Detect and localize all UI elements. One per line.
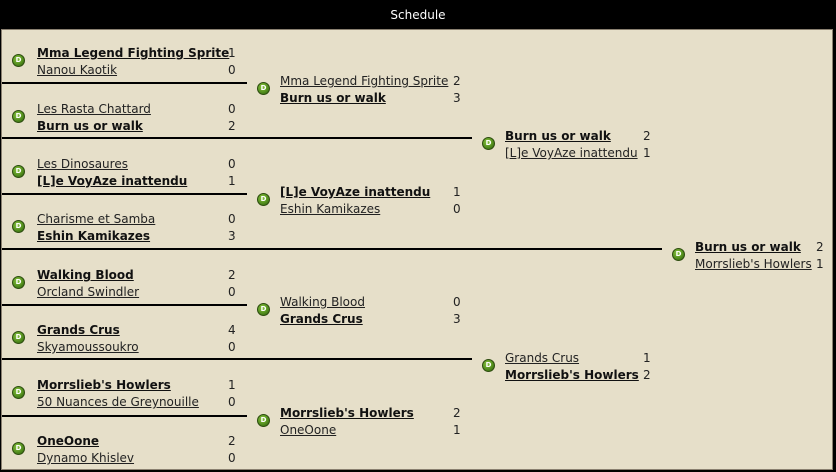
team-score: 2 — [643, 368, 651, 382]
team-link[interactable]: OneOone — [37, 434, 100, 448]
team-link[interactable]: Mma Legend Fighting Sprite — [37, 46, 230, 60]
match-details-icon[interactable]: D — [672, 248, 685, 261]
team-link[interactable]: Morrslieb's Howlers — [280, 406, 414, 420]
team-link[interactable]: Morrslieb's Howlers — [695, 257, 812, 271]
team-score: 3 — [453, 91, 461, 105]
match-details-icon[interactable]: D — [12, 276, 25, 289]
team-score: 0 — [228, 395, 236, 409]
bracket-divider — [2, 137, 472, 139]
team-score: 0 — [228, 340, 236, 354]
team-link[interactable]: Skyamoussoukro — [37, 340, 139, 354]
team-score: 0 — [228, 157, 236, 171]
team-link[interactable]: Burn us or walk — [505, 129, 611, 143]
team-score: 0 — [228, 212, 236, 226]
team-link[interactable]: 50 Nuances de Greynouille — [37, 395, 199, 409]
team-score: 1 — [643, 351, 651, 365]
team-score: 1 — [228, 378, 236, 392]
team-link[interactable]: Eshin Kamikazes — [37, 229, 151, 243]
team-link[interactable]: Mma Legend Fighting Sprite — [280, 74, 449, 88]
team-link[interactable]: [L]e VoyAze inattendu — [505, 146, 638, 160]
bracket-divider — [2, 248, 662, 250]
team-link[interactable]: [L]e VoyAze inattendu — [37, 174, 188, 188]
team-score: 2 — [816, 240, 824, 254]
match-details-icon[interactable]: D — [257, 82, 270, 95]
team-link[interactable]: Burn us or walk — [280, 91, 386, 105]
bracket-divider — [2, 415, 247, 417]
team-score: 1 — [228, 174, 236, 188]
bracket-divider — [2, 358, 472, 360]
team-link[interactable]: Burn us or walk — [37, 119, 143, 133]
team-score: 2 — [228, 119, 236, 133]
bracket-divider — [2, 193, 247, 195]
team-score: 1 — [643, 146, 651, 160]
team-score: 2 — [453, 406, 461, 420]
team-link[interactable]: Morrslieb's Howlers — [505, 368, 639, 382]
team-link[interactable]: [L]e VoyAze inattendu — [280, 185, 431, 199]
match-details-icon[interactable]: D — [12, 110, 25, 123]
team-score: 4 — [228, 323, 236, 337]
team-score: 0 — [453, 202, 461, 216]
team-score: 3 — [228, 229, 236, 243]
team-score: 3 — [453, 312, 461, 326]
team-link[interactable]: Grands Crus — [505, 351, 580, 365]
team-link[interactable]: Les Dinosaures — [37, 157, 128, 171]
team-link[interactable]: Grands Crus — [280, 312, 363, 326]
team-link[interactable]: Morrslieb's Howlers — [37, 378, 171, 392]
match-details-icon[interactable]: D — [257, 303, 270, 316]
team-link[interactable]: Eshin Kamikazes — [280, 202, 381, 216]
bracket-divider — [2, 304, 247, 306]
team-score: 0 — [453, 295, 461, 309]
team-score: 2 — [228, 268, 236, 282]
team-score: 1 — [453, 423, 461, 437]
match-details-icon[interactable]: D — [12, 165, 25, 178]
match-details-icon[interactable]: D — [257, 193, 270, 206]
team-link[interactable]: OneOone — [280, 423, 337, 437]
team-score: 2 — [228, 434, 236, 448]
schedule-title-bar: Schedule — [0, 0, 836, 29]
match-details-icon[interactable]: D — [12, 386, 25, 399]
page-title: Schedule — [390, 8, 446, 22]
team-score: 2 — [643, 129, 651, 143]
team-score: 2 — [453, 74, 461, 88]
team-link[interactable]: Orcland Swindler — [37, 285, 140, 299]
team-score: 0 — [228, 451, 236, 465]
team-link[interactable]: Dynamo Khislev — [37, 451, 135, 465]
team-link[interactable]: Charisme et Samba — [37, 212, 156, 226]
team-link[interactable]: Nanou Kaotik — [37, 63, 118, 77]
team-link[interactable]: Les Rasta Chattard — [37, 102, 151, 116]
team-score: 1 — [453, 185, 461, 199]
team-link[interactable]: Walking Blood — [280, 295, 365, 309]
match-details-icon[interactable]: D — [12, 220, 25, 233]
team-score: 0 — [228, 102, 236, 116]
bracket-divider — [2, 82, 247, 84]
team-score: 1 — [228, 46, 236, 60]
team-score: 0 — [228, 285, 236, 299]
team-score: 0 — [228, 63, 236, 77]
team-score: 1 — [816, 257, 824, 271]
team-link[interactable]: Burn us or walk — [695, 240, 801, 254]
match-details-icon[interactable]: D — [482, 137, 495, 150]
team-link[interactable]: Walking Blood — [37, 268, 134, 282]
team-link[interactable]: Grands Crus — [37, 323, 120, 337]
match-details-icon[interactable]: D — [482, 359, 495, 372]
match-details-icon[interactable]: D — [257, 414, 270, 427]
match-details-icon[interactable]: D — [12, 331, 25, 344]
match-details-icon[interactable]: D — [12, 442, 25, 455]
match-details-icon[interactable]: D — [12, 54, 25, 67]
